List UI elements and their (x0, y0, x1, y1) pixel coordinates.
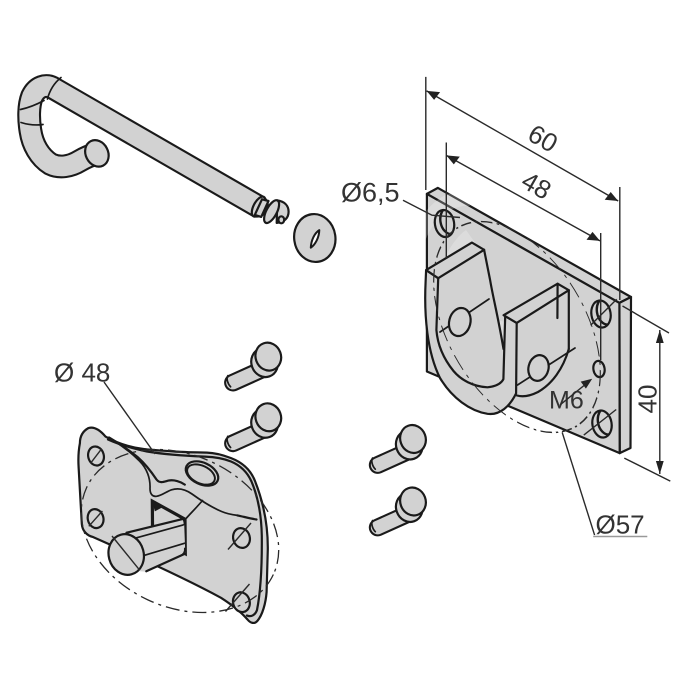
svg-text:40: 40 (633, 385, 663, 414)
svg-text:60: 60 (523, 118, 563, 158)
svg-text:Ø 48: Ø 48 (54, 358, 110, 388)
svg-text:48: 48 (517, 165, 557, 205)
svg-text:Ø6,5: Ø6,5 (341, 178, 400, 208)
svg-text:Ø57: Ø57 (596, 510, 645, 540)
